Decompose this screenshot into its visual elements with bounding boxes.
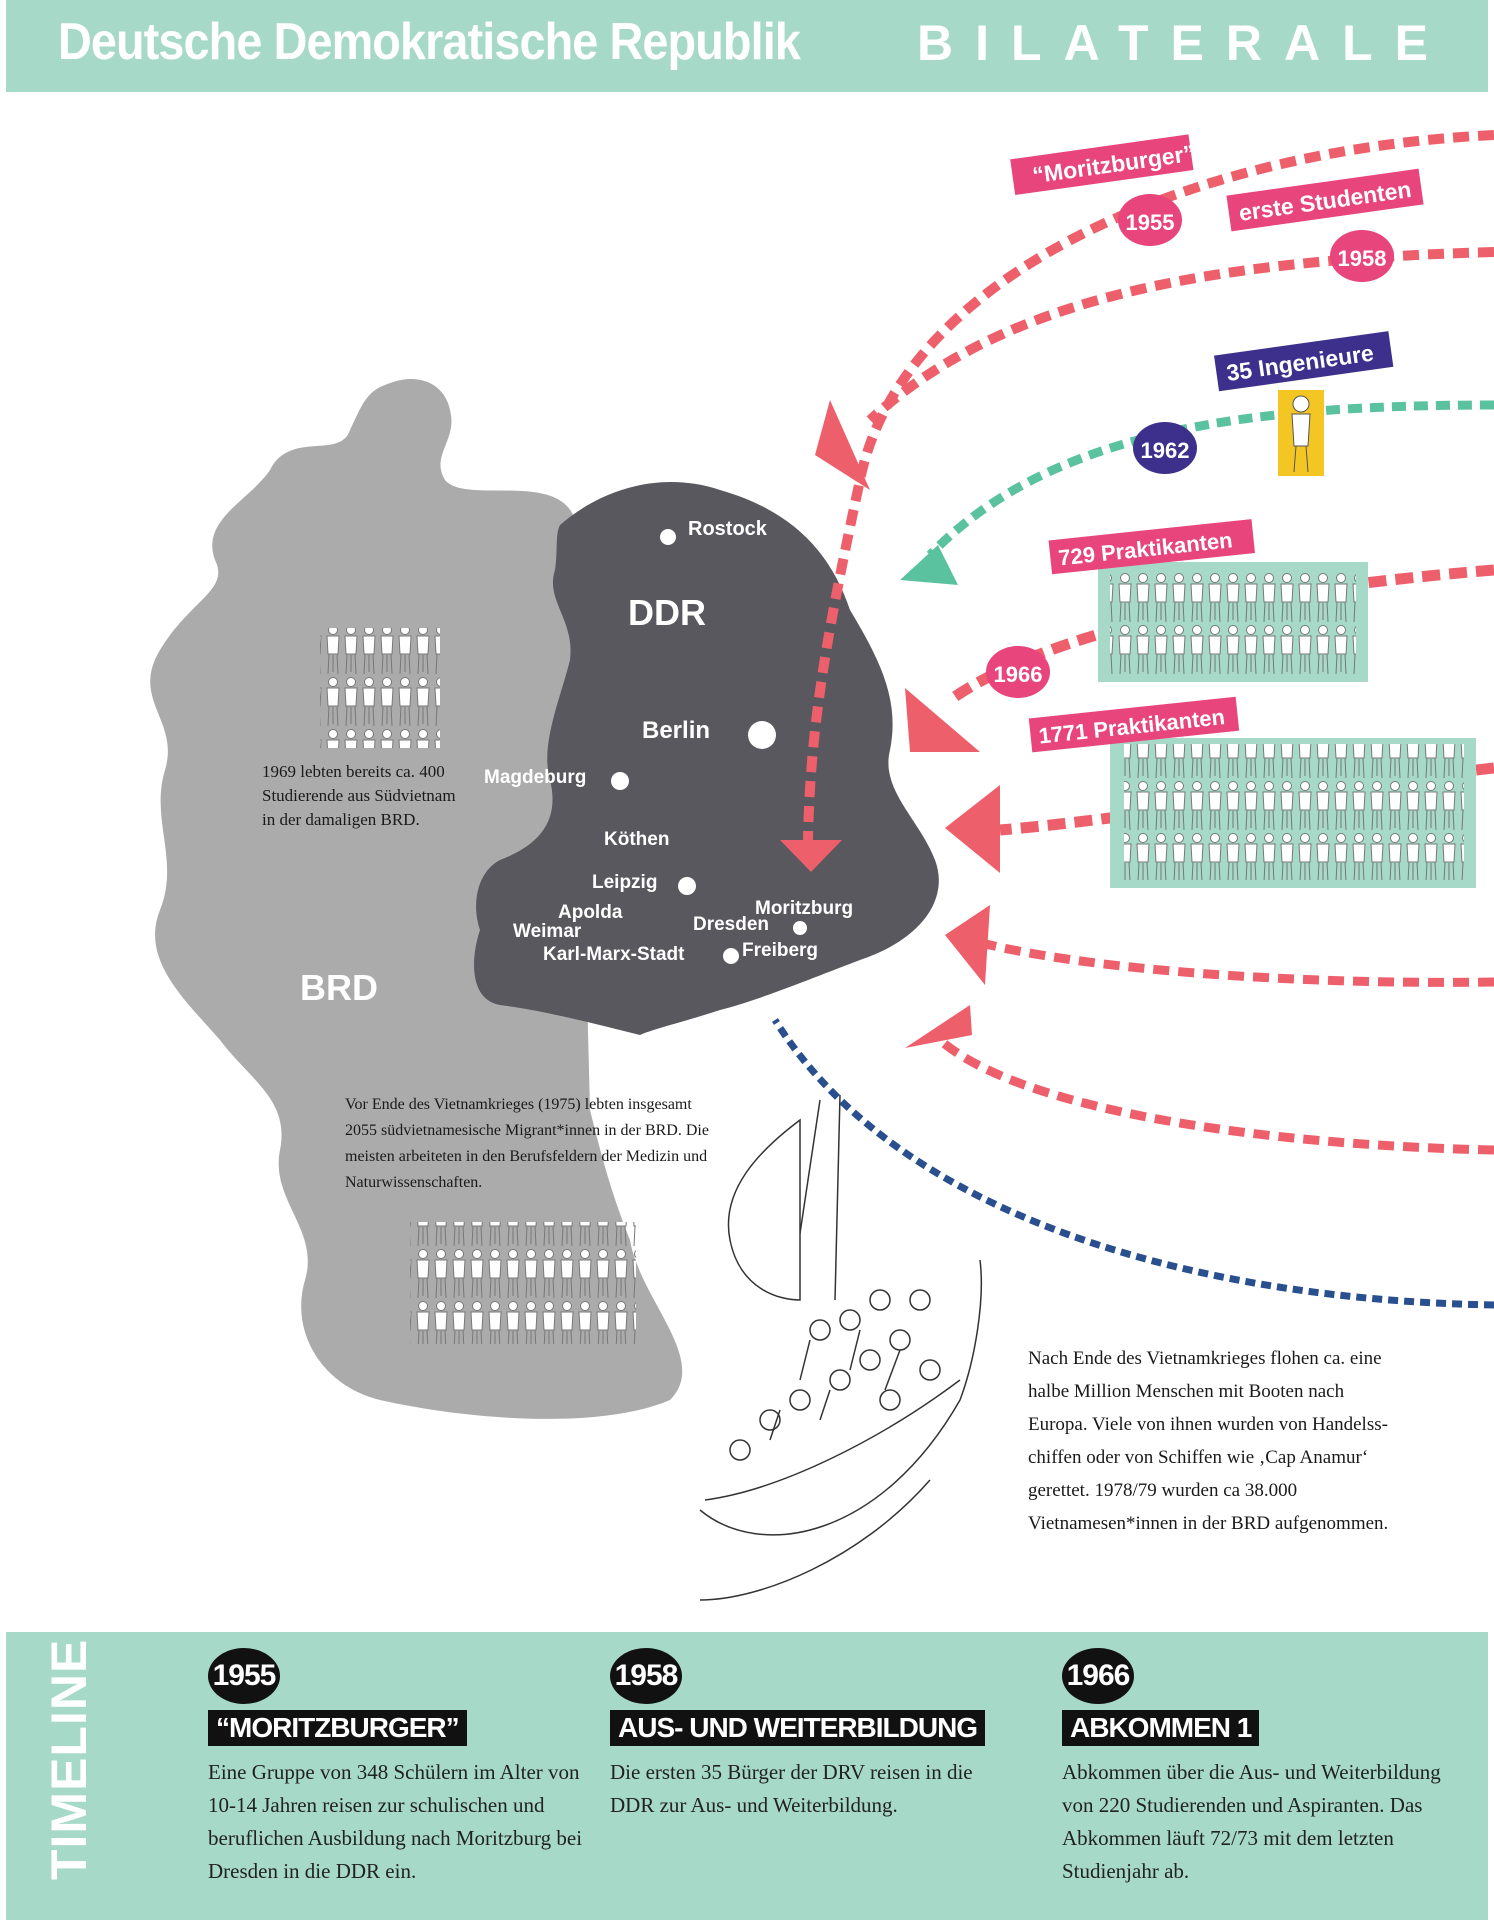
page-title: Deutsche Demokratische Republik xyxy=(58,13,801,71)
city-label-magdeburg: Magdeburg xyxy=(484,767,586,788)
arrow-1958-path xyxy=(866,247,1494,424)
note-1969: 1969 lebten bereits ca. 400 Studierende … xyxy=(262,762,456,829)
city-label-moritzburg: Moritzburg xyxy=(755,898,853,919)
year-badge-1958-label: 1958 xyxy=(1338,246,1387,271)
tag-moritzburger-bg xyxy=(1010,134,1194,196)
arrow-red-4-path xyxy=(968,935,1494,987)
city-label-freiberg: Freiberg xyxy=(742,940,818,961)
timeline-heading: AUS- UND WEITERBILDUNG xyxy=(610,1710,986,1746)
tag-engineers-bg xyxy=(1214,331,1394,392)
engineer-figure-body xyxy=(1291,413,1311,473)
timeline-entry-1958: 1958 AUS- UND WEITERBILDUNG Die ersten 3… xyxy=(610,1648,1010,1822)
trainees-1771-illustration xyxy=(1124,744,1464,880)
year-badge-1962 xyxy=(1133,422,1197,474)
city-label-dresden: Dresden xyxy=(693,914,769,935)
city-label-weimar: Weimar xyxy=(513,921,582,942)
city-dot-freiberg xyxy=(723,948,739,964)
arrowhead-red-5 xyxy=(905,1005,972,1048)
brd-label: BRD xyxy=(300,967,378,1008)
city-label-berlin: Berlin xyxy=(642,717,710,744)
page-subtitle: BILATERALE xyxy=(917,15,1450,71)
city-dot-dresden xyxy=(793,921,807,935)
city-label-rostock: Rostock xyxy=(688,518,768,540)
timeline-text: Abkommen über die Aus- und Weiterbildung… xyxy=(1062,1760,1441,1883)
note-1975: Vor Ende des Vietnamkrieges (1975) lebte… xyxy=(345,1096,709,1191)
tag-students-bg xyxy=(1226,168,1424,232)
arrow-boat-path xyxy=(772,1018,1494,1309)
timeline-heading: “MORITZBURGER” xyxy=(208,1710,467,1746)
city-label-leipzig: Leipzig xyxy=(592,872,657,893)
timeline-label: TIMELINE xyxy=(41,1638,97,1880)
arrow-red-5-path xyxy=(937,1036,1494,1155)
header-bar: Deutsche Demokratische Republik BILATERA… xyxy=(6,0,1488,92)
arrowhead-1958 xyxy=(815,400,870,490)
refugee-boat-sketch xyxy=(699,1094,983,1601)
year-badge-1955 xyxy=(1118,194,1182,246)
city-dot-rostock xyxy=(660,529,676,545)
year-badge-1958 xyxy=(1330,230,1394,282)
city-label-karl-marx-stadt: Karl-Marx-Stadt xyxy=(543,944,685,965)
city-dot-magdeburg xyxy=(611,772,629,790)
arrowhead-1771 xyxy=(945,785,1000,873)
timeline-entry-1966: 1966 ABKOMMEN 1 Abkommen über die Aus- u… xyxy=(1062,1648,1462,1888)
migration-map-illustration: BRD DDR Rostock Berlin Magdeburg Köthen … xyxy=(150,130,1494,1601)
year-badge-1955-label: 1955 xyxy=(1126,210,1175,235)
timeline-text: Die ersten 35 Bürger der DRV reisen in d… xyxy=(610,1760,973,1817)
year-badge-1962-label: 1962 xyxy=(1141,438,1190,463)
city-markers: Rostock Berlin Magdeburg Köthen Leipzig … xyxy=(484,518,853,965)
tag-729-bg xyxy=(1048,519,1255,575)
arrowhead-1955 xyxy=(780,840,842,872)
year-badge-1966-label: 1966 xyxy=(994,662,1043,687)
migrants-1975-illustration xyxy=(410,1222,636,1344)
city-dot-berlin xyxy=(748,721,776,749)
trainees-729-illustration xyxy=(1110,570,1356,674)
ddr-label: DDR xyxy=(628,592,706,633)
timeline-year-badge: 1958 xyxy=(610,1648,682,1704)
students-1969-illustration xyxy=(320,628,440,748)
tag-1771-bg xyxy=(1028,696,1240,753)
timeline-year-badge: 1966 xyxy=(1062,1648,1134,1704)
year-badge-1966 xyxy=(986,646,1050,698)
city-label-koethen: Köthen xyxy=(604,829,669,850)
timeline-text: Eine Gruppe von 348 Schülern im Alter vo… xyxy=(208,1760,583,1883)
arrowhead-729 xyxy=(905,688,980,752)
ddr-region xyxy=(474,482,939,1035)
city-dot-leipzig xyxy=(678,877,696,895)
timeline-heading: ABKOMMEN 1 xyxy=(1062,1710,1260,1746)
brd-region xyxy=(150,379,683,1419)
timeline-year-badge: 1955 xyxy=(208,1648,280,1704)
timeline-entry-1955: 1955 “MORITZBURGER” Eine Gruppe von 348 … xyxy=(208,1648,608,1888)
arrowhead-1962 xyxy=(900,545,958,585)
arrowhead-red-4 xyxy=(945,905,990,985)
engineer-figure-head xyxy=(1292,395,1310,413)
city-label-apolda: Apolda xyxy=(558,902,623,923)
note-boat-people: Nach Ende des Vietnamkrieges flohen ca. … xyxy=(1028,1348,1389,1534)
